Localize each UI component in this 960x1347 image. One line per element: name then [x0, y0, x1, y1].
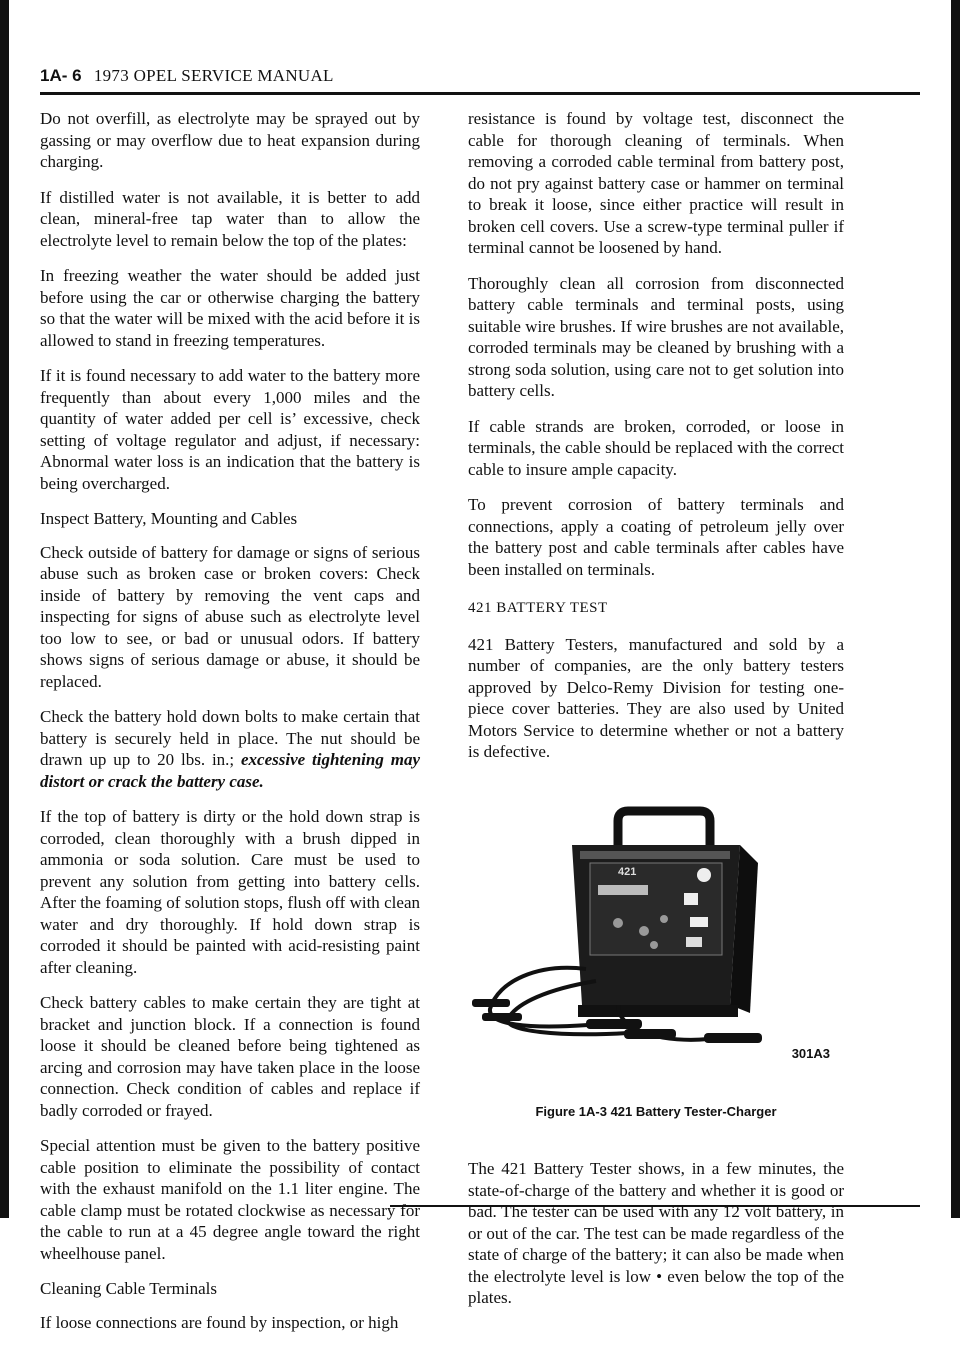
paragraph-replace-cable: If cable strands are broken, corroded, o…: [468, 416, 844, 479]
paragraph-distilled-water: If distilled water is not available, it …: [40, 187, 420, 250]
device-label: 421: [618, 866, 636, 878]
paragraph-check-outside: Check outside of battery for damage or s…: [40, 542, 420, 691]
paragraph-overfill: Do not overfill, as electrolyte may be s…: [40, 109, 420, 171]
figure-caption: Figure 1A-3 421 Battery Tester-Charger: [535, 1103, 777, 1119]
heading-inspect-battery: Inspect Battery, Mounting and Cables: [40, 509, 298, 528]
paragraph-421-testers: 421 Battery Testers, manufactured and so…: [468, 634, 844, 762]
heading-cleaning-terminals: Cleaning Cable Terminals: [40, 1279, 217, 1298]
paragraph-clean-corrosion: Thoroughly clean all corrosion from disc…: [468, 273, 844, 401]
left-column: Do not overfill, as electrolyte may be s…: [40, 108, 420, 1347]
paragraph-water-loss: If it is found necessary to add water to…: [40, 366, 420, 493]
hold-down-text: Check the battery hold down bolts to mak…: [40, 707, 420, 769]
figure-battery-tester: 421 301A3: [468, 793, 844, 1083]
section-number: 1A- 6: [40, 66, 82, 85]
paragraph-hold-down-bolts: Check the battery hold down bolts to mak…: [40, 706, 420, 792]
right-column: resistance is found by voltage test, dis…: [468, 108, 844, 1323]
page-header: 1A- 6 1973 OPEL SERVICE MANUAL: [40, 66, 920, 86]
paragraph-check-cables: Check battery cables to make certain the…: [40, 993, 420, 1120]
figure-tag: 301A3: [791, 1046, 830, 1061]
manual-title: 1973 OPEL SERVICE MANUAL: [93, 66, 334, 85]
paragraph-positive-cable: Special attention must be given to the b…: [40, 1136, 420, 1263]
battery-tester-illustration: 421: [472, 806, 762, 1043]
header-rule: [40, 92, 920, 95]
paragraph-freezing-weather: In freezing weather the water should be …: [40, 266, 420, 350]
scan-edge-left: [0, 0, 9, 1218]
paragraph-disconnect-cable: resistance is found by voltage test, dis…: [468, 109, 844, 257]
paragraph-tester-shows: The 421 Battery Tester shows, in a few m…: [468, 1159, 844, 1307]
paragraph-loose-connections: If loose connections are found by inspec…: [40, 1312, 399, 1332]
scan-edge-right: [951, 0, 960, 1218]
paragraph-clean-top: If the top of battery is dirty or the ho…: [40, 807, 420, 977]
heading-421-battery-test: 421 BATTERY TEST: [468, 600, 608, 616]
paragraph-petroleum-jelly: To prevent corrosion of battery terminal…: [468, 495, 844, 579]
footer-rule: [390, 1205, 920, 1207]
hold-down-warning: excessive tightening may distort or crac…: [40, 750, 420, 791]
